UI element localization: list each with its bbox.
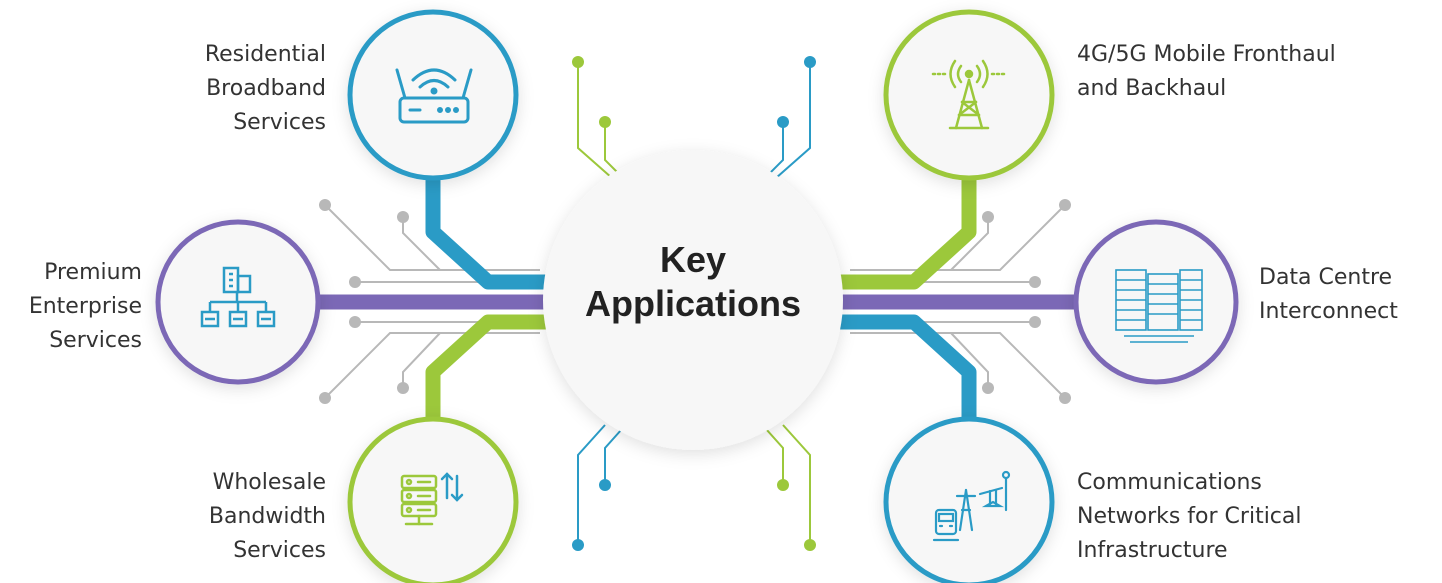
- server-transfer-icon: [400, 474, 438, 526]
- circuit-dots-thin: [572, 56, 816, 551]
- app-node-premium-enterprise: [155, 219, 321, 385]
- label-premium-enterprise: Premium Enterprise Services: [28, 260, 142, 353]
- connectors-thick: [318, 178, 1080, 425]
- center-title: Key Applications: [548, 238, 838, 326]
- label-mobile-fronthaul: 4G/5G Mobile Fronthaul and Backhaul: [1077, 42, 1336, 101]
- transfer-arrows-icon: [440, 472, 464, 502]
- app-node-wholesale-bandwidth: [347, 416, 519, 583]
- circuit-dots-grey: [319, 199, 1071, 404]
- app-node-critical-infrastructure: [883, 416, 1055, 583]
- app-node-data-centre: [1073, 219, 1239, 385]
- center-title-line2: Applications: [584, 283, 802, 324]
- label-residential-broadband: Residential Broadband Services: [204, 42, 326, 135]
- critical-infrastructure-icon: [932, 470, 1011, 542]
- center-circle: [543, 150, 843, 450]
- label-data-centre: Data Centre Interconnect: [1259, 265, 1398, 324]
- app-node-residential-broadband: [347, 9, 519, 181]
- center-title-line1: Key: [659, 239, 727, 280]
- label-wholesale-bandwidth: Wholesale Bandwidth Services: [208, 470, 326, 563]
- enterprise-network-icon: [200, 266, 276, 328]
- server-rack-icon: [1115, 269, 1203, 343]
- label-critical-infrastructure: Communications Networks for Critical Inf…: [1077, 470, 1302, 563]
- wifi-router-icon: [395, 68, 473, 124]
- cell-tower-icon: [931, 59, 1007, 130]
- app-node-mobile-fronthaul: [883, 9, 1055, 181]
